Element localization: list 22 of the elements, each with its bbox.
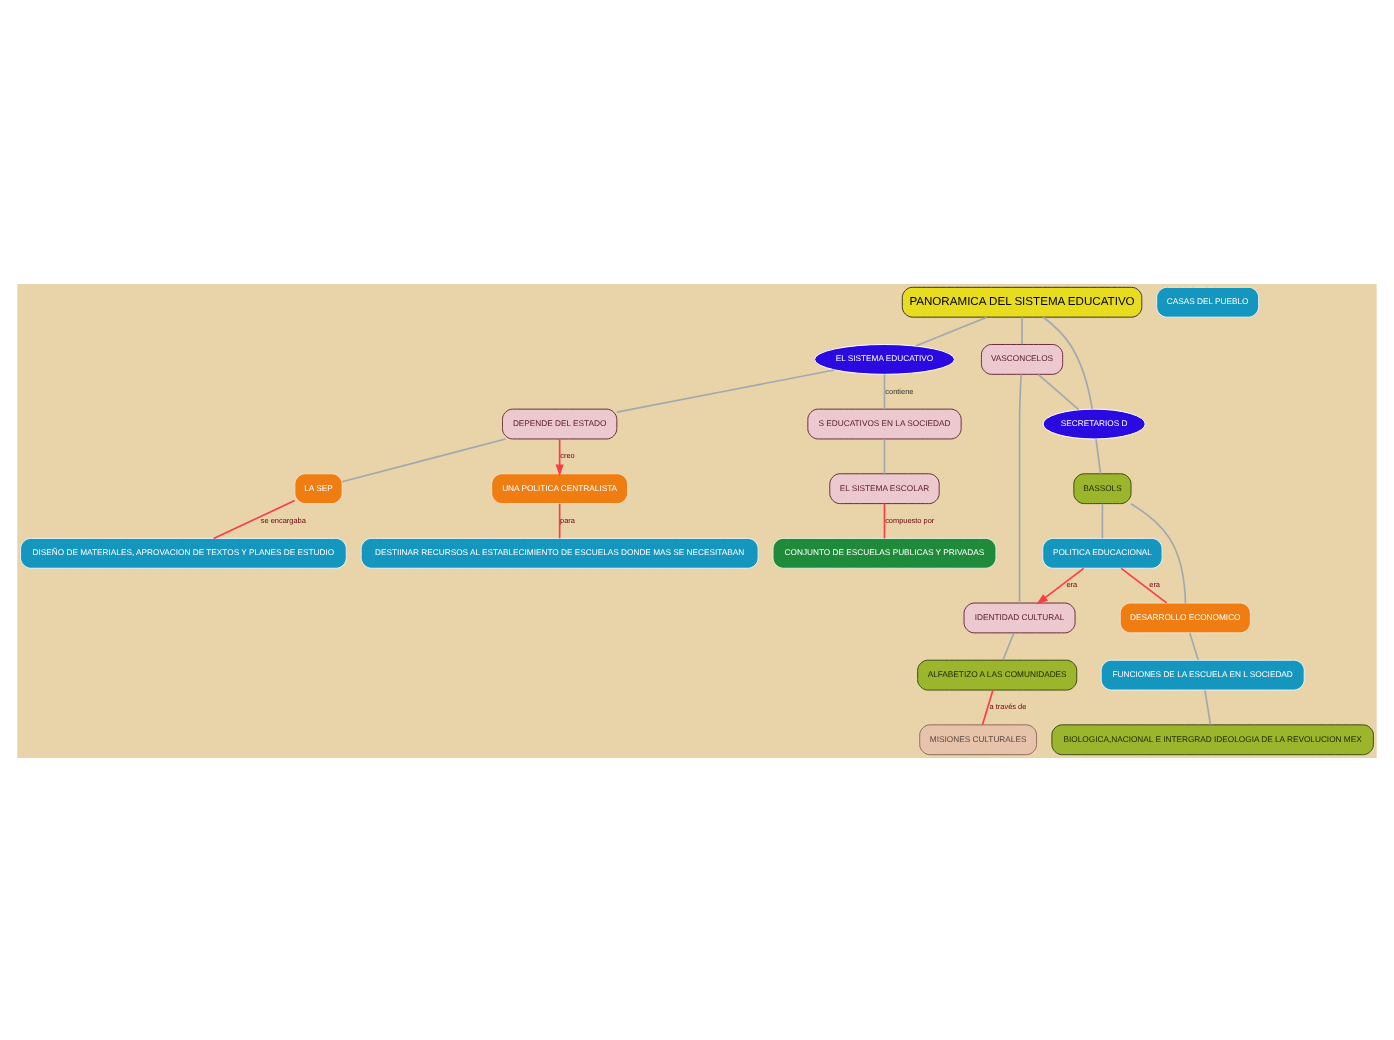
connector — [1188, 631, 1199, 660]
connector — [1120, 566, 1168, 603]
connector — [341, 437, 507, 482]
connector — [1042, 315, 1094, 409]
connector — [914, 315, 988, 346]
arrow — [555, 437, 564, 476]
connector — [1018, 372, 1022, 603]
connector — [1130, 501, 1187, 603]
arrow — [1036, 566, 1085, 604]
connector — [616, 368, 836, 412]
connector — [212, 498, 296, 539]
connector — [981, 688, 994, 725]
connector — [1204, 688, 1212, 725]
connector — [1021, 315, 1023, 344]
connector — [883, 502, 886, 539]
connector — [1095, 437, 1102, 474]
connector — [883, 372, 886, 409]
connector — [558, 502, 561, 539]
connector — [883, 437, 886, 474]
connector — [1002, 631, 1015, 660]
connector — [1101, 502, 1104, 539]
connector — [1037, 372, 1080, 410]
